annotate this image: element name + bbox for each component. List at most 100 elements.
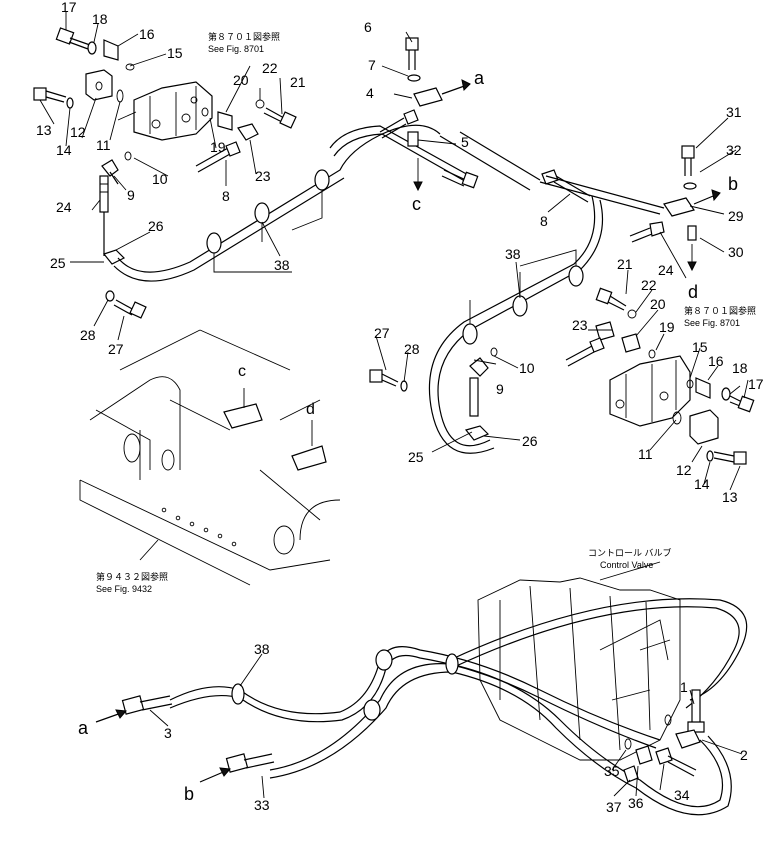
- ref-8701-jp-left: 第８７０１図参照: [208, 31, 280, 42]
- clamp-26: [102, 249, 126, 265]
- label-18-right: 18: [732, 360, 748, 376]
- bracket-16: [103, 39, 119, 61]
- label-16-right: 16: [708, 353, 724, 369]
- fitting-1: [687, 689, 705, 733]
- bolt-31: [681, 145, 695, 176]
- label-24-right: 24: [658, 262, 674, 278]
- label-25-right: 25: [408, 449, 424, 465]
- washer-7: [407, 74, 421, 82]
- washer-28: [105, 290, 115, 302]
- plug-37: [623, 765, 639, 783]
- washer-14: [66, 97, 74, 109]
- oring-10-right: [490, 347, 498, 357]
- oring-11: [116, 89, 124, 103]
- fitting-33: [225, 753, 275, 773]
- label-10: 10: [152, 171, 168, 187]
- right-valve-assembly: [369, 131, 755, 465]
- leader-lines: [39, 12, 749, 799]
- label-14-right: 14: [694, 476, 710, 492]
- label-6: 6: [364, 19, 372, 35]
- ref-8701-en-right: See Fig. 8701: [684, 318, 740, 328]
- letter-d-frame: d: [306, 401, 315, 418]
- label-17: 17: [61, 0, 77, 15]
- elbow-9: [101, 159, 119, 185]
- label-25-left: 25: [50, 255, 66, 271]
- label-22-right: 22: [641, 277, 657, 293]
- ref-8701-jp-right: 第８７０１図参照: [684, 305, 756, 316]
- ref-9432-en: See Fig. 9432: [96, 584, 152, 594]
- bracket-16-right: [695, 377, 711, 399]
- letter-c-top: c: [412, 194, 421, 214]
- bolt-34: [655, 747, 697, 777]
- washer-32: [683, 182, 697, 190]
- figure-references: 第８７０１図参照 See Fig. 8701 第８７０１図参照 See Fig.…: [96, 31, 756, 594]
- label-28-left: 28: [80, 327, 96, 343]
- block-12: [85, 69, 113, 101]
- fitting-36: [635, 745, 653, 765]
- label-28-right: 28: [404, 341, 420, 357]
- label-36: 36: [628, 795, 644, 811]
- label-15: 15: [167, 45, 183, 61]
- letter-a-bottom: a: [78, 718, 89, 738]
- letter-b-top: b: [728, 174, 738, 194]
- label-24: 24: [56, 199, 72, 215]
- label-29: 29: [728, 208, 744, 224]
- label-12-right: 12: [676, 462, 692, 478]
- label-20: 20: [233, 72, 249, 88]
- label-34: 34: [674, 787, 690, 803]
- left-valve-assembly: [33, 27, 479, 319]
- plate-20-right: [621, 333, 641, 353]
- label-18: 18: [92, 11, 108, 27]
- label-11-right: 11: [638, 446, 653, 462]
- oring-15: [125, 63, 135, 71]
- clamps-38-left: [206, 169, 330, 254]
- label-33: 33: [254, 797, 270, 813]
- oring-1: [664, 714, 672, 726]
- bolt-27-right: [369, 369, 399, 387]
- label-5: 5: [461, 134, 469, 150]
- ref-control-valve-en: Control Valve: [600, 560, 653, 570]
- label-27-right: 27: [374, 325, 390, 341]
- connector-2: [675, 729, 701, 749]
- washer-22: [255, 99, 265, 109]
- clamps-38-bottom: [231, 649, 459, 721]
- label-2: 2: [740, 747, 748, 763]
- label-26-right: 26: [522, 433, 538, 449]
- oring-35: [624, 738, 632, 750]
- clamp-26-right: [464, 425, 490, 441]
- elbow-9-right: [469, 357, 489, 417]
- label-38-left: 38: [274, 257, 290, 273]
- tee-29: [663, 197, 695, 217]
- letter-c-frame: c: [238, 363, 246, 380]
- label-8-right: 8: [540, 213, 548, 229]
- label-19-right: 19: [659, 319, 675, 335]
- washer-18: [87, 41, 97, 55]
- label-14: 14: [56, 142, 72, 158]
- bolt-8-left: [195, 141, 241, 173]
- block-12-right: [689, 409, 719, 445]
- connection-letters: a c b d c d a b: [78, 68, 738, 804]
- label-27-left: 27: [108, 341, 124, 357]
- label-7: 7: [368, 57, 376, 73]
- letter-b-bottom: b: [184, 784, 194, 804]
- label-1: 1: [680, 679, 688, 695]
- label-13-right: 13: [722, 489, 738, 505]
- label-11: 11: [96, 137, 111, 153]
- label-23-right: 23: [572, 317, 588, 333]
- label-4: 4: [366, 85, 374, 101]
- label-9: 9: [127, 187, 135, 203]
- bolt-17: [55, 27, 91, 50]
- oring-10: [124, 151, 132, 161]
- fitting-23: [237, 123, 259, 141]
- cv-leader: [599, 561, 661, 581]
- label-22: 22: [262, 60, 278, 76]
- label-3: 3: [164, 725, 172, 741]
- label-17-right: 17: [748, 376, 764, 392]
- bolt-17-right: [729, 395, 755, 413]
- label-21-right: 21: [617, 256, 633, 272]
- bolt-8-mid: [379, 109, 419, 139]
- washer-28-right: [400, 380, 408, 392]
- frame-holes: [161, 507, 237, 547]
- letter-a-top: a: [474, 68, 485, 88]
